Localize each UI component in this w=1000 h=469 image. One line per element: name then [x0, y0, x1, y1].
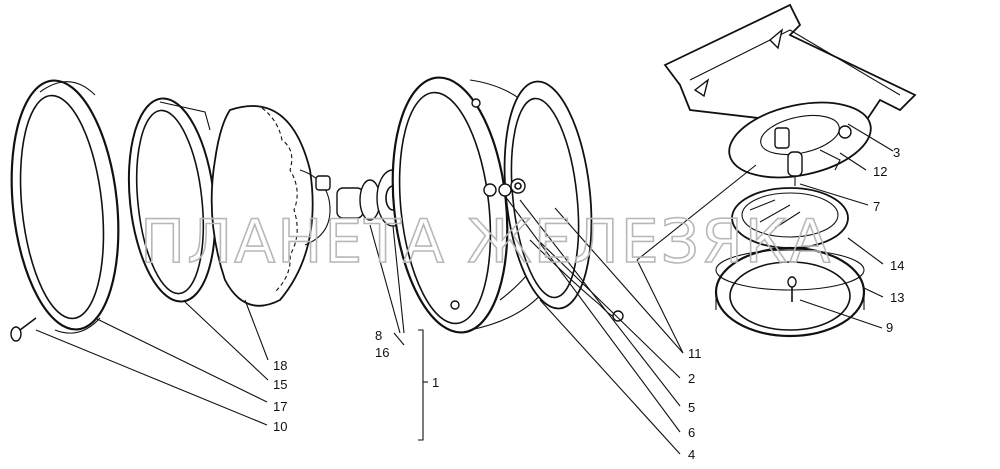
label-11: 11: [688, 346, 702, 361]
dome-lamp-base: [728, 101, 872, 179]
label-9: 9: [886, 320, 893, 335]
outer-rim: [10, 79, 120, 334]
label-2: 2: [688, 371, 695, 386]
label-12: 12: [873, 164, 887, 179]
label-7: 7: [873, 199, 880, 214]
label-18: 18: [273, 358, 287, 373]
optical-element: [210, 105, 331, 307]
label-17: 17: [273, 399, 287, 414]
label-3: 3: [893, 145, 900, 160]
callout-labels: 3 12 7 14 13 9 11 2 5 6 4 8 16 1 18 15 1…: [273, 145, 904, 462]
fasteners: [483, 178, 624, 322]
dome-cover: [714, 246, 866, 338]
leader-lines: [35, 123, 894, 455]
watermark: ПЛАНЕТА ЖЕЛЕЗЯКА: [140, 207, 832, 277]
dome-lamp-bulb: [787, 151, 803, 186]
label-10: 10: [273, 419, 287, 434]
label-8: 8: [375, 328, 382, 343]
cover-screw: [787, 276, 797, 302]
label-14: 14: [890, 258, 904, 273]
mounting-plate: [503, 80, 593, 310]
label-6: 6: [688, 425, 695, 440]
label-13: 13: [890, 290, 904, 305]
rim-screw: [10, 317, 37, 342]
bracket: [663, 3, 917, 131]
label-16: 16: [375, 345, 389, 360]
inner-ring: [127, 97, 217, 303]
label-15: 15: [273, 377, 287, 392]
label-4: 4: [688, 447, 695, 462]
label-1: 1: [432, 375, 439, 390]
label-5: 5: [688, 400, 695, 415]
